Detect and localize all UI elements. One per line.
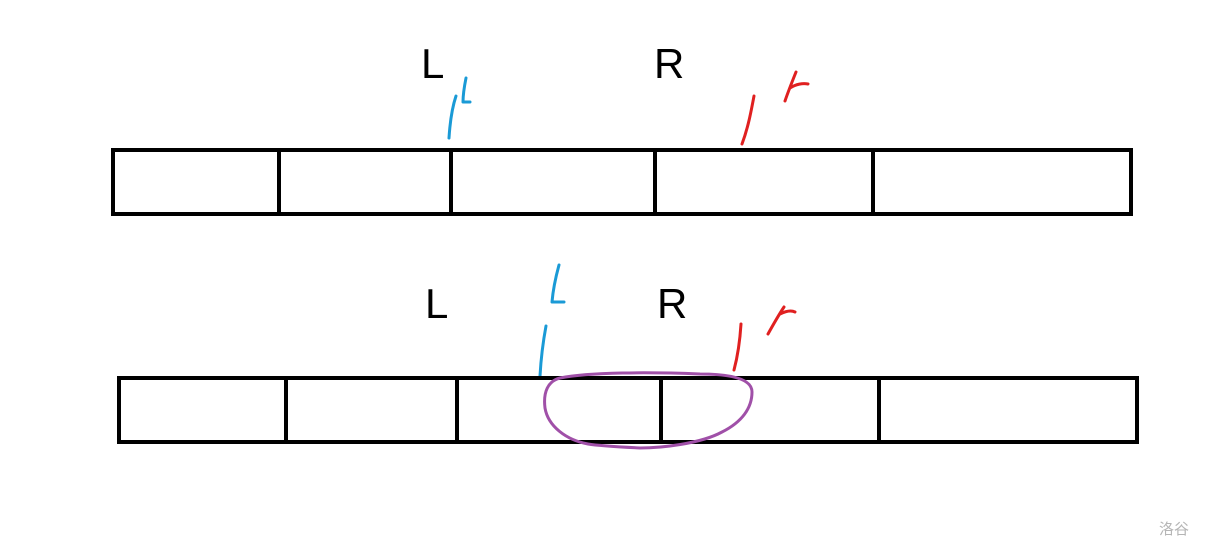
bottom-label-L: L: [425, 280, 448, 327]
top-array-outline: [111, 148, 1133, 216]
top-label-R: R: [654, 40, 684, 87]
bottom-l-marker: [538, 263, 566, 378]
top-label-L: L: [421, 40, 444, 87]
bottom-array: [117, 376, 1139, 444]
top-diagram: L R: [111, 40, 1133, 216]
overlap-highlight: [543, 371, 754, 450]
bottom-label-R: R: [657, 280, 687, 327]
bottom-array-outline: [117, 376, 1139, 444]
top-array: [111, 148, 1133, 216]
watermark-text: 洛谷: [1158, 520, 1189, 538]
top-r-marker: [740, 70, 810, 146]
bottom-r-marker: [732, 305, 797, 372]
bottom-diagram: L R: [117, 263, 1139, 450]
top-l-marker: [447, 76, 472, 140]
